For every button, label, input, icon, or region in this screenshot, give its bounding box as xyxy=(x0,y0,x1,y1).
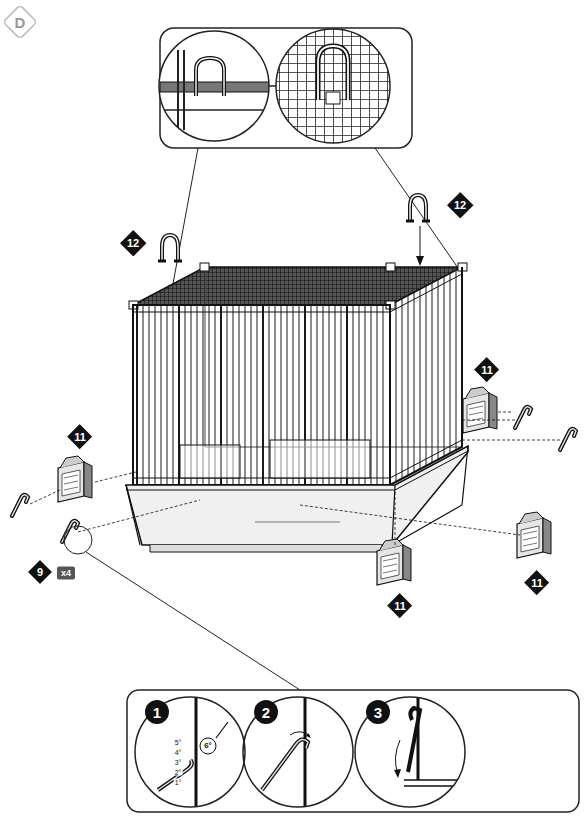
scale-mark: 4° xyxy=(174,749,183,756)
node-text: 2 xyxy=(262,705,270,720)
node-text: 9 xyxy=(37,567,43,578)
scale-mark: 3° xyxy=(174,759,183,766)
node-text: 11 xyxy=(394,601,406,612)
node-text: 1 xyxy=(153,705,161,720)
step-number: 1 xyxy=(144,699,170,725)
callout-number: 11 xyxy=(472,355,501,384)
angle-marker: 6° xyxy=(199,737,217,755)
callout-number: 11 xyxy=(65,422,94,451)
callout-number: 11 xyxy=(522,568,551,597)
node-text: 11 xyxy=(74,432,86,443)
step-number: 3 xyxy=(365,699,391,725)
node-text: 3 xyxy=(374,705,382,720)
scale-mark: 5° xyxy=(174,739,183,746)
callout-number: 9 xyxy=(26,558,54,586)
callout-number: 11 xyxy=(385,591,414,620)
scale-mark: 2° xyxy=(174,769,183,776)
callout-number: 12 xyxy=(118,228,149,259)
node-text: 11 xyxy=(481,365,493,376)
node-text: 11 xyxy=(531,578,543,589)
quantity-tag: x4 xyxy=(57,567,75,580)
watermark: D xyxy=(14,15,27,30)
node-text: 12 xyxy=(127,238,139,249)
node-text: 6° xyxy=(204,742,212,750)
step-number: 2 xyxy=(253,699,279,725)
scale-mark: 1° xyxy=(174,779,183,786)
node-text: 12 xyxy=(454,200,466,211)
callout-number: 12 xyxy=(445,190,476,221)
